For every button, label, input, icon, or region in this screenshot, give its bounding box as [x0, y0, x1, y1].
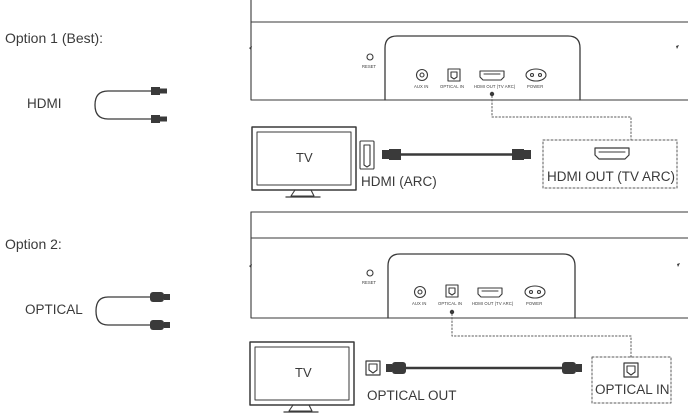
tv-label-2: TV — [295, 365, 312, 380]
optical-cable-icon — [95, 292, 170, 330]
tv-hdmi-arc-label: HDMI (ARC) — [361, 174, 437, 189]
reset-button-2 — [366, 269, 374, 277]
reset-button-1 — [366, 53, 374, 61]
tv-label-1: TV — [296, 150, 313, 165]
dotted-connector-1 — [491, 95, 632, 141]
optical-in-port-icon — [447, 68, 461, 82]
soundbar-rear-panel-2 — [249, 211, 688, 319]
reset-label-2: RESET — [362, 280, 376, 285]
hdmi-cable-icon — [94, 87, 167, 123]
power-port-icon-2 — [524, 285, 546, 299]
optical-in-label-2: OPTICAL IN — [438, 301, 463, 306]
optical-in-label-1: OPTICAL IN — [440, 84, 465, 89]
optical-in-port-icon-2 — [445, 284, 459, 298]
hdmi-out-zoom-box — [542, 139, 678, 189]
soundbar-optical-in-label: OPTICAL IN — [595, 382, 670, 397]
hdmi-cable-label: HDMI — [27, 96, 62, 111]
power-label-2: POWER — [526, 301, 543, 306]
tv-optical-out-label: OPTICAL OUT — [367, 388, 457, 403]
reset-label-1: RESET — [362, 64, 376, 69]
hdmi-out-zoom-port-icon — [594, 147, 630, 160]
tv-icon-1 — [251, 126, 357, 198]
option-1-heading: Option 1 (Best): — [5, 30, 104, 46]
tv-icon-2 — [249, 341, 355, 413]
option-2-heading: Option 2: — [5, 236, 62, 252]
hdmi-cable-1 — [382, 149, 531, 160]
hdmi-out-label-1: HDMI OUT (TV ARC) — [474, 84, 516, 89]
optical-in-zoom-port-icon — [623, 362, 639, 378]
power-port-icon — [525, 68, 547, 82]
optical-cable-label: OPTICAL — [25, 302, 83, 317]
optical-cable-2 — [386, 362, 582, 374]
aux-in-port-icon — [415, 68, 429, 82]
optical-in-zoom-box — [591, 356, 672, 404]
dotted-connector-2 — [451, 313, 632, 358]
tv-hdmi-port-icon — [359, 140, 375, 170]
hdmi-out-label-2: HDMI OUT (TV ARC) — [472, 301, 514, 306]
aux-in-label-2: AUX IN — [412, 301, 427, 306]
hdmi-out-port-icon-2 — [477, 287, 503, 298]
soundbar-rear-panel-1 — [249, 0, 688, 101]
aux-in-label-1: AUX IN — [414, 84, 429, 89]
hdmi-out-port-icon — [479, 70, 505, 81]
soundbar-hdmi-out-label: HDMI OUT (TV ARC) — [547, 169, 675, 184]
tv-optical-port-icon — [365, 360, 381, 376]
power-label-1: POWER — [527, 84, 544, 89]
aux-in-port-icon-2 — [413, 285, 427, 299]
